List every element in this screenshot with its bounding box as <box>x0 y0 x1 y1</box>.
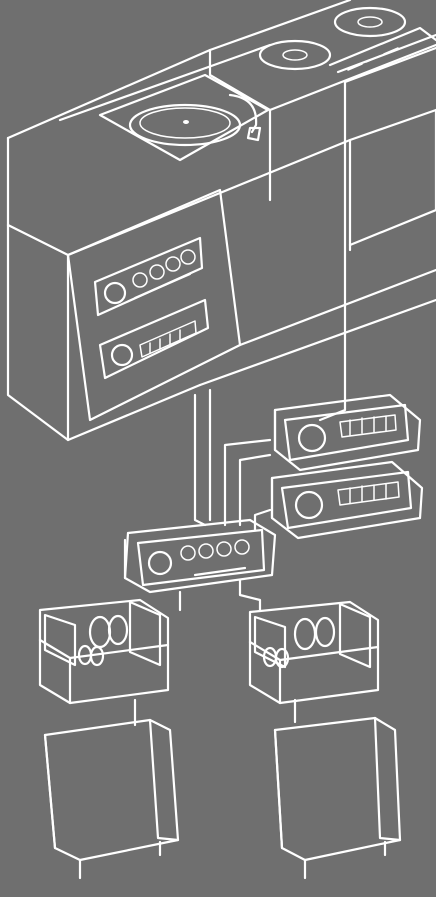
illustration-canvas <box>0 0 436 897</box>
hifi-system-illustration <box>0 0 436 897</box>
